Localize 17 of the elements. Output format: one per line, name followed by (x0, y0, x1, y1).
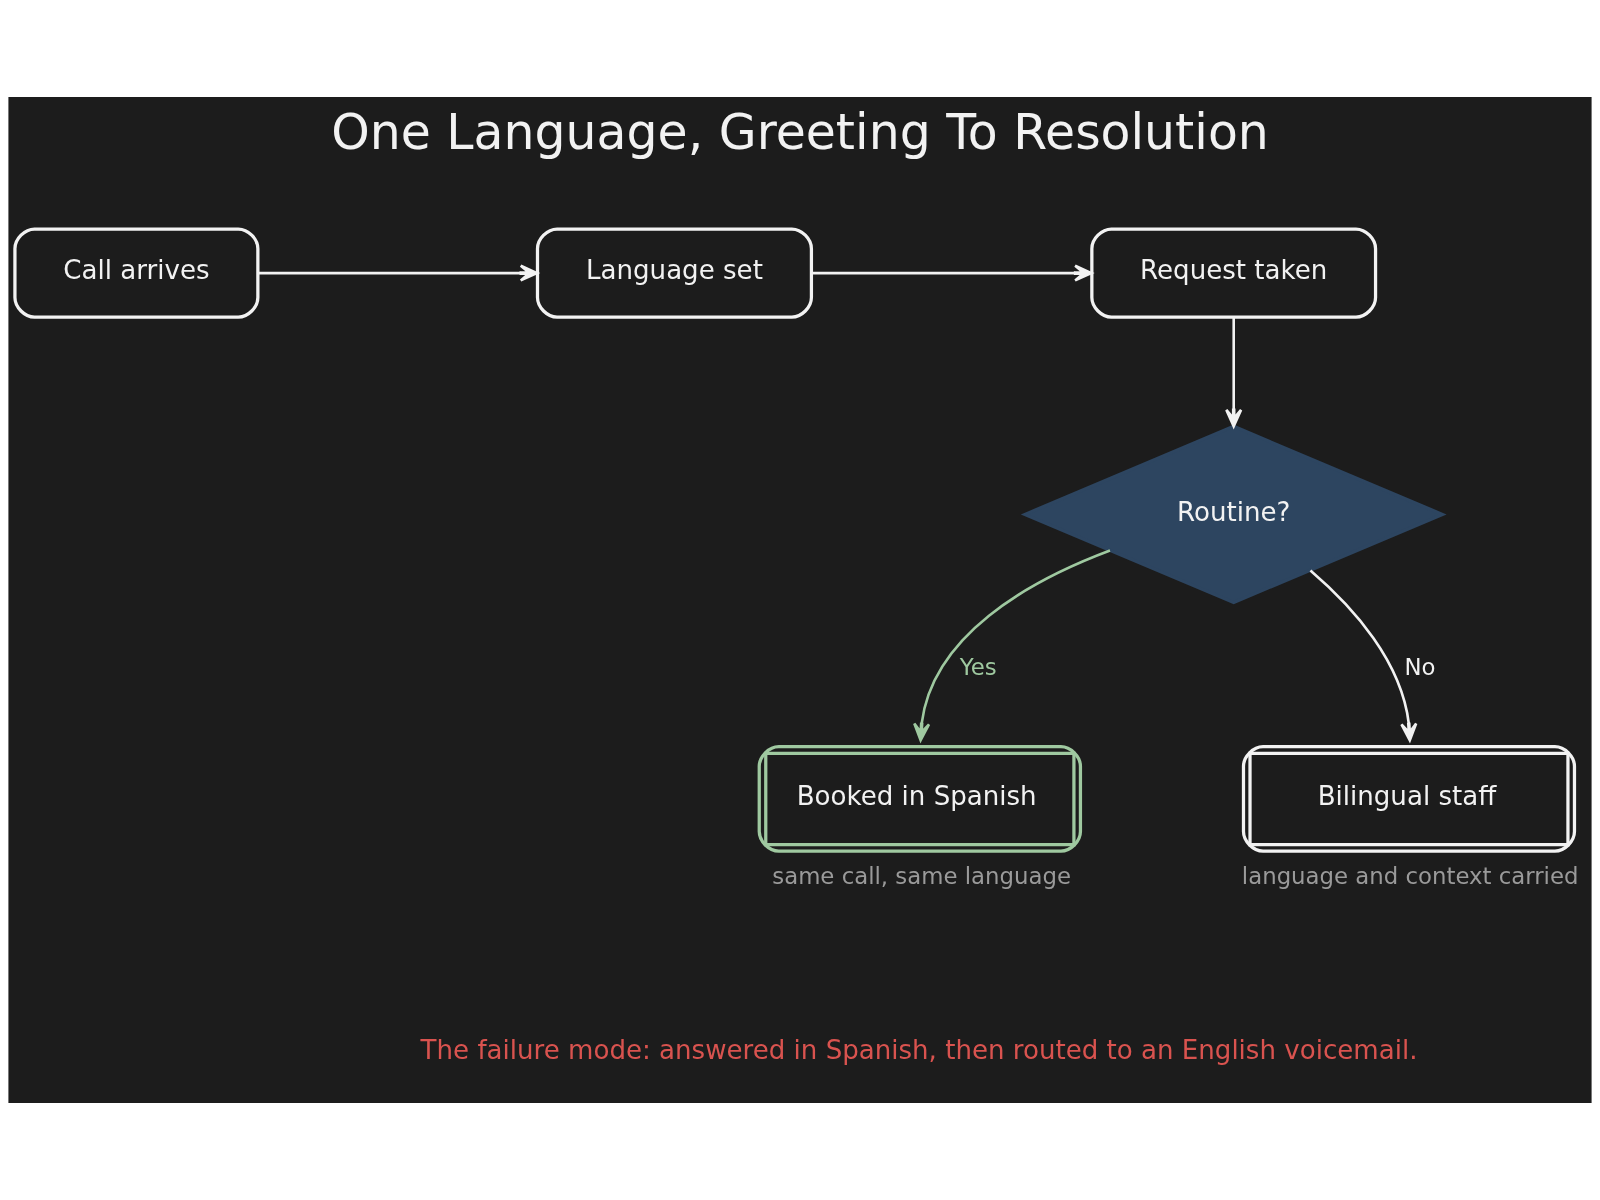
node-box: Bilingual staff (1241, 745, 1577, 853)
edge-label: No (1404, 653, 1436, 680)
arrow (1225, 317, 1243, 428)
node-box: Booked in Spanish (757, 745, 1083, 853)
node-label: language and context carried (1241, 863, 1579, 890)
diagram-title: One Language, Greeting To Resolution (331, 104, 1269, 162)
label: The failure mode: answered in Spanish, then routed to an English voicemail. (420, 1034, 1418, 1065)
node-box: Language set (535, 227, 814, 319)
arrow (1309, 569, 1418, 742)
node-diamond: Routine? (1020, 424, 1447, 605)
arrow (913, 549, 1111, 742)
node-box: Request taken (1090, 227, 1378, 319)
arrow (811, 264, 1093, 282)
node-label: same call, same language (772, 863, 1071, 890)
edge-label: Yes (959, 653, 997, 680)
node-box: Call arrives (13, 227, 260, 319)
arrow (258, 264, 539, 282)
